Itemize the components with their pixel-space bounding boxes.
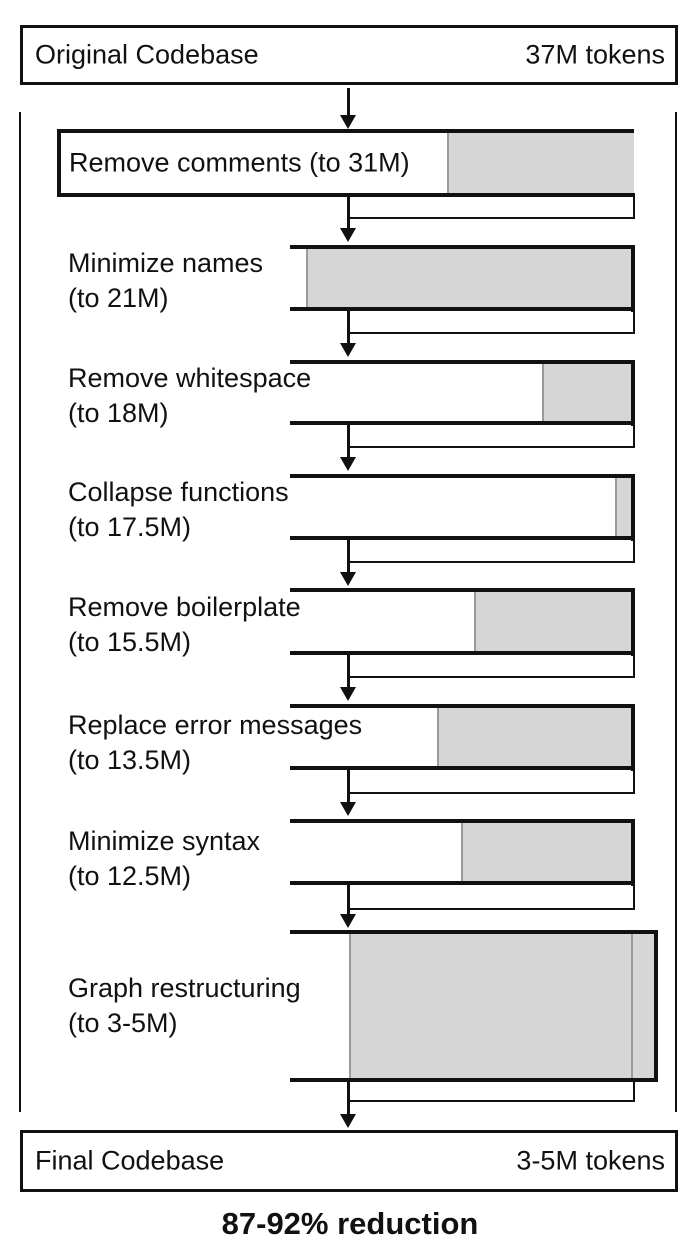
step-top-line	[290, 930, 658, 934]
step-fill-bar	[447, 133, 634, 193]
step-bottom-line	[290, 307, 635, 311]
step-bottom-line	[290, 881, 635, 885]
step-feedback-line	[349, 446, 635, 448]
step-target: (to 21M)	[68, 283, 169, 313]
arrow-line	[347, 655, 350, 687]
right-rail	[675, 112, 677, 1112]
left-rail	[19, 112, 21, 1112]
step-right-edge	[631, 474, 635, 541]
step-label: Collapse functions	[68, 477, 289, 507]
step-target: (to 18M)	[68, 398, 169, 428]
final-codebase-label: Final Codebase	[35, 1145, 225, 1176]
step-bottom-line	[290, 421, 635, 425]
step-feedback-line	[349, 792, 635, 794]
arrow-down-icon	[340, 343, 356, 357]
step-feedback-line	[349, 1100, 635, 1102]
arrow-line	[347, 540, 350, 572]
step-top-line	[290, 474, 635, 478]
final-token-count: 3-5M tokens	[516, 1145, 665, 1176]
step-feedback-line	[633, 885, 635, 909]
step-fill-bar	[615, 478, 631, 536]
step-label: Remove boilerplate	[68, 592, 301, 622]
step-top-line	[290, 588, 635, 592]
arrow-line	[347, 885, 350, 917]
step-graph-restructuring: Graph restructuring (to 3-5M)	[68, 971, 301, 1041]
original-codebase-label: Original Codebase	[35, 39, 259, 70]
arrow-line	[347, 770, 350, 802]
arrow-line	[347, 311, 350, 343]
arrow-down-icon	[340, 457, 356, 471]
step-right-edge	[631, 360, 635, 426]
step-remove-boilerplate: Remove boilerplate (to 15.5M)	[68, 590, 301, 660]
step-remove-whitespace: Remove whitespace (to 18M)	[68, 361, 311, 431]
step-fill-divider	[631, 934, 633, 1078]
step-bottom-line	[290, 1078, 658, 1082]
step-feedback-line	[633, 311, 635, 333]
original-codebase-box: Original Codebase 37M tokens	[20, 25, 678, 85]
original-token-count: 37M tokens	[525, 39, 665, 70]
arrow-down-icon	[340, 572, 356, 586]
step-right-edge	[631, 704, 635, 771]
arrow-down-icon	[340, 1114, 356, 1128]
step-bottom-line	[290, 536, 635, 540]
step-top-line	[290, 819, 635, 823]
step-feedback-line	[633, 425, 635, 447]
step-label: Minimize syntax	[68, 826, 261, 856]
step-bottom-line	[290, 766, 635, 770]
step-label: Graph restructuring	[68, 973, 301, 1003]
step-minimize-syntax: Minimize syntax (to 12.5M)	[68, 824, 260, 894]
step-right-edge	[631, 588, 635, 656]
step-feedback-line	[349, 332, 635, 334]
reduction-summary: 87-92% reduction	[221, 1206, 479, 1241]
step-right-edge	[631, 245, 635, 312]
step-label: Minimize names	[68, 248, 264, 278]
step-bottom-line	[290, 651, 635, 655]
step-fill-bar	[349, 934, 655, 1078]
step-label: Replace error messages	[68, 710, 363, 740]
step-fill-bar	[461, 823, 631, 881]
step-fill-bar	[306, 249, 631, 307]
step-feedback-line	[633, 540, 635, 562]
step-remove-comments: Remove comments (to 31M)	[57, 129, 634, 197]
step-label: Remove comments (to 31M)	[69, 147, 410, 178]
step-feedback-line	[349, 908, 635, 910]
arrow-line	[347, 425, 350, 457]
step-target: (to 13.5M)	[68, 745, 192, 775]
step-replace-error-messages: Replace error messages (to 13.5M)	[68, 708, 362, 778]
step-target: (to 3-5M)	[68, 1008, 178, 1038]
step-feedback-line	[349, 217, 635, 219]
step-feedback-line	[633, 655, 635, 677]
step-target: (to 17.5M)	[68, 512, 192, 542]
step-top-line	[290, 360, 635, 364]
step-feedback-line	[633, 1082, 635, 1101]
step-fill-bar	[542, 364, 631, 421]
arrow-line	[347, 1082, 350, 1114]
arrow-down-icon	[340, 687, 356, 701]
step-feedback-line	[633, 770, 635, 793]
step-fill-bar	[474, 592, 631, 651]
step-right-edge	[631, 819, 635, 886]
step-target: (to 15.5M)	[68, 627, 192, 657]
step-feedback-line	[349, 676, 635, 678]
step-top-line	[290, 245, 635, 249]
arrow-down-icon	[340, 802, 356, 816]
step-feedback-line	[349, 561, 635, 563]
step-label: Remove whitespace	[68, 363, 312, 393]
final-codebase-box: Final Codebase 3-5M tokens	[20, 1130, 678, 1192]
step-right-edge	[654, 930, 658, 1082]
step-minimize-names: Minimize names (to 21M)	[68, 246, 263, 316]
arrow-line	[347, 196, 350, 228]
step-collapse-functions: Collapse functions (to 17.5M)	[68, 475, 289, 545]
step-top-line	[290, 704, 635, 708]
step-fill-bar	[437, 708, 631, 766]
arrow-line	[347, 88, 350, 116]
arrow-down-icon	[340, 115, 356, 129]
step-target: (to 12.5M)	[68, 861, 192, 891]
arrow-down-icon	[340, 914, 356, 928]
step-feedback-line	[633, 193, 635, 219]
arrow-down-icon	[340, 228, 356, 242]
